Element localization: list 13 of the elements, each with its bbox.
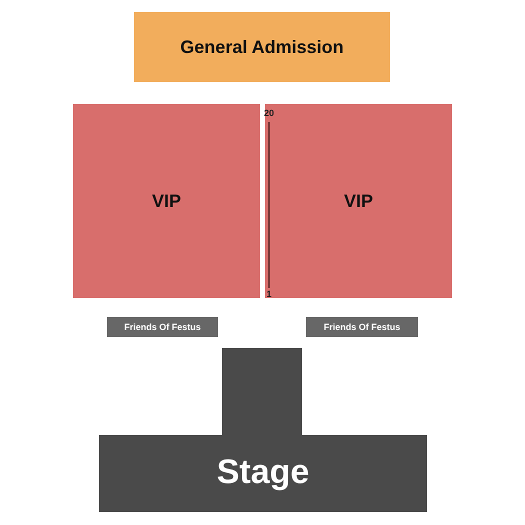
row-number: 1 [266,290,272,299]
section-name: Friends Of Festus [124,322,201,332]
section-name: VIP [152,190,181,212]
seating-section [306,317,418,337]
section-name: Friends Of Festus [324,322,400,332]
general-admission-section [134,12,390,82]
stage-area [99,348,427,512]
seating-section [107,317,218,337]
section-name: General Admission [180,36,344,58]
section-name: Stage [216,453,310,492]
vip-section [73,104,260,298]
section-name: VIP [344,190,373,212]
vip-section [265,104,452,298]
